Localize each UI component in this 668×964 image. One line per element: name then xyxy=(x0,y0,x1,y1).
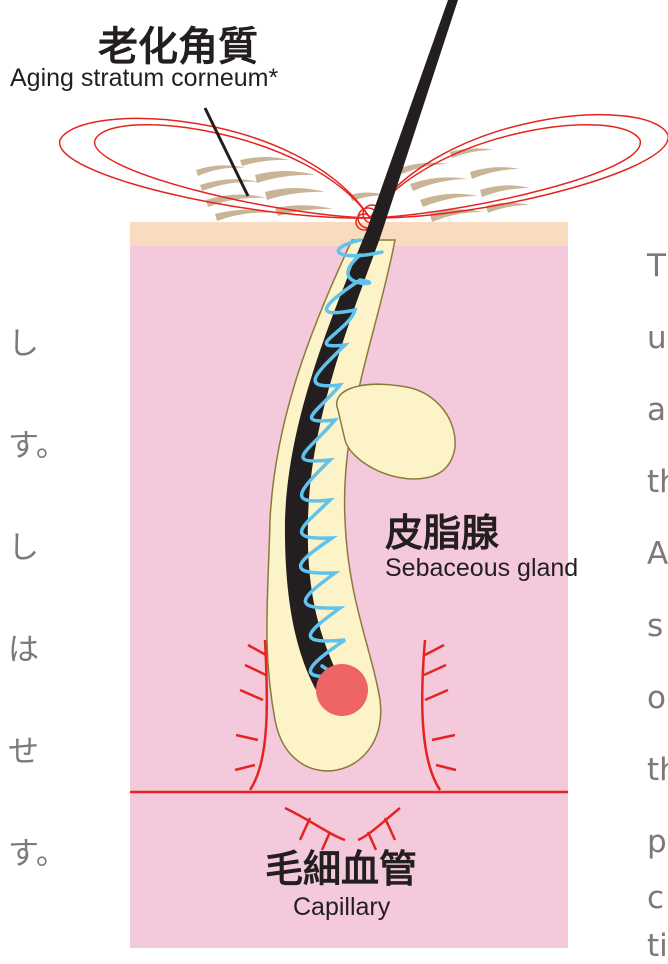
stratum-label-en: Aging stratum corneum* xyxy=(10,64,278,93)
capillary-label-jp: 毛細血管 xyxy=(265,838,417,893)
left-text-line: し xyxy=(8,522,39,567)
sebaceous-label-jp: 皮脂腺 xyxy=(385,502,499,557)
right-text-line: ti xyxy=(647,928,668,964)
capillary-label-en: Capillary xyxy=(293,893,390,922)
right-text-line: th xyxy=(647,464,668,500)
sebaceous-label-en: Sebaceous gland xyxy=(385,554,578,583)
stratum-loops xyxy=(60,115,668,230)
right-text-line: T xyxy=(647,248,666,284)
left-text-line: せ xyxy=(8,726,39,771)
right-text-line: c xyxy=(647,880,664,916)
left-text-line: し xyxy=(8,318,39,363)
right-text-line: s xyxy=(647,608,663,644)
left-text-line: す。 xyxy=(8,420,67,465)
left-text-line: す。 xyxy=(8,828,67,873)
dermal-papilla xyxy=(316,664,368,716)
right-text-line: o xyxy=(647,680,666,716)
right-text-line: th xyxy=(647,752,668,788)
right-text-line: a xyxy=(647,392,666,428)
left-text-line: は xyxy=(8,624,39,669)
right-text-line: p xyxy=(647,824,667,860)
right-text-line: u xyxy=(647,320,667,356)
right-text-line: A xyxy=(647,536,668,572)
